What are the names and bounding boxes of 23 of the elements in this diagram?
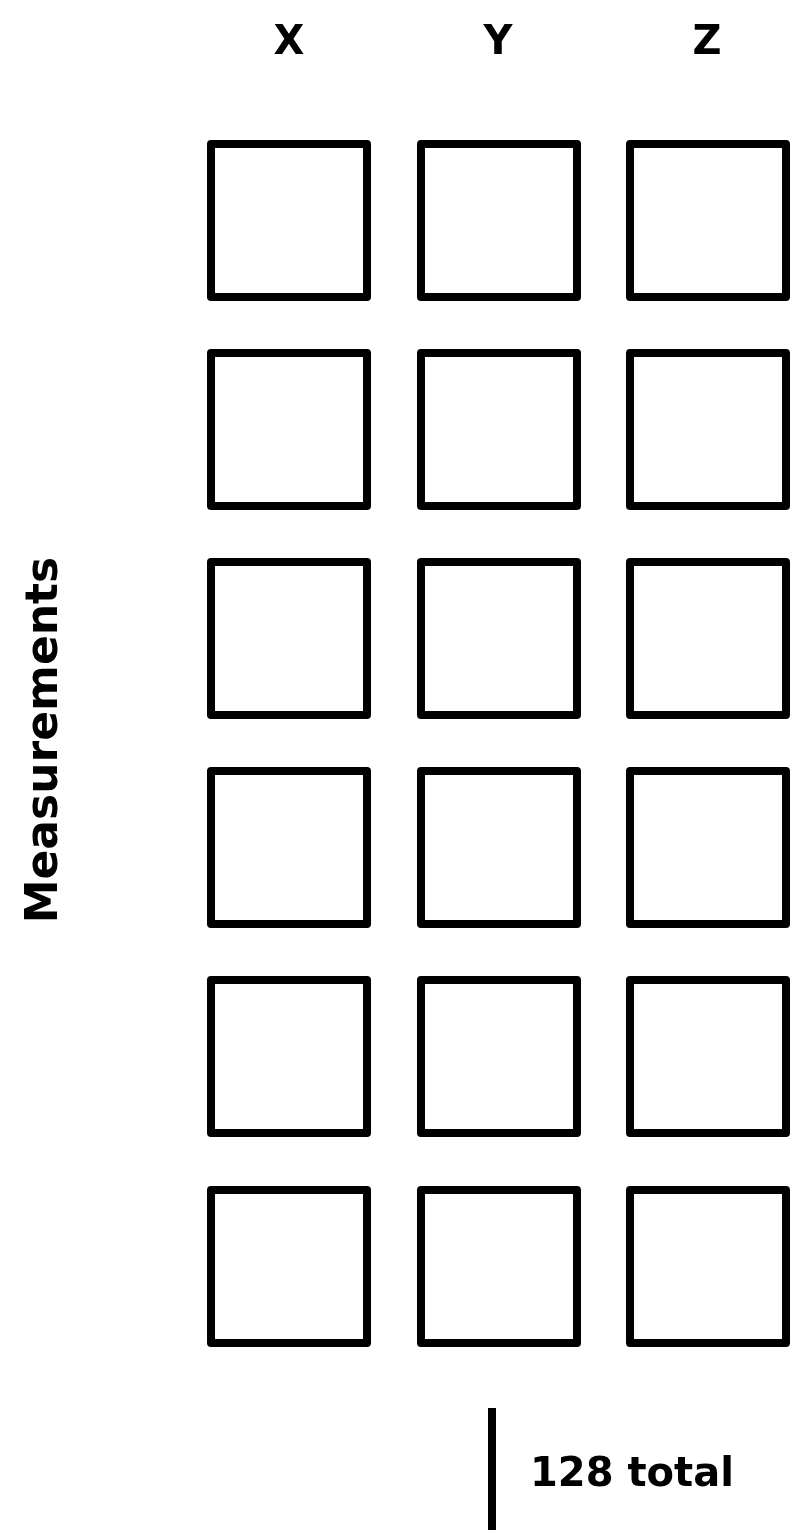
empty-square (417, 976, 581, 1137)
empty-square (207, 349, 371, 510)
column-header: Y (483, 20, 513, 60)
empty-square (626, 1186, 790, 1347)
column-header: Z (692, 20, 722, 60)
empty-square (417, 558, 581, 719)
empty-square (207, 976, 371, 1137)
empty-square (626, 767, 790, 928)
axis-label: Measurements (19, 556, 64, 924)
column-header: X (273, 20, 305, 60)
empty-square (207, 767, 371, 928)
empty-square (626, 558, 790, 719)
empty-square (417, 349, 581, 510)
empty-square (207, 1186, 371, 1347)
empty-square (417, 140, 581, 301)
total-count-label: 128 total (530, 1452, 734, 1492)
empty-square (417, 767, 581, 928)
empty-square (626, 140, 790, 301)
empty-square (626, 976, 790, 1137)
empty-square (626, 349, 790, 510)
empty-square (207, 558, 371, 719)
empty-square (417, 1186, 581, 1347)
empty-square (207, 140, 371, 301)
